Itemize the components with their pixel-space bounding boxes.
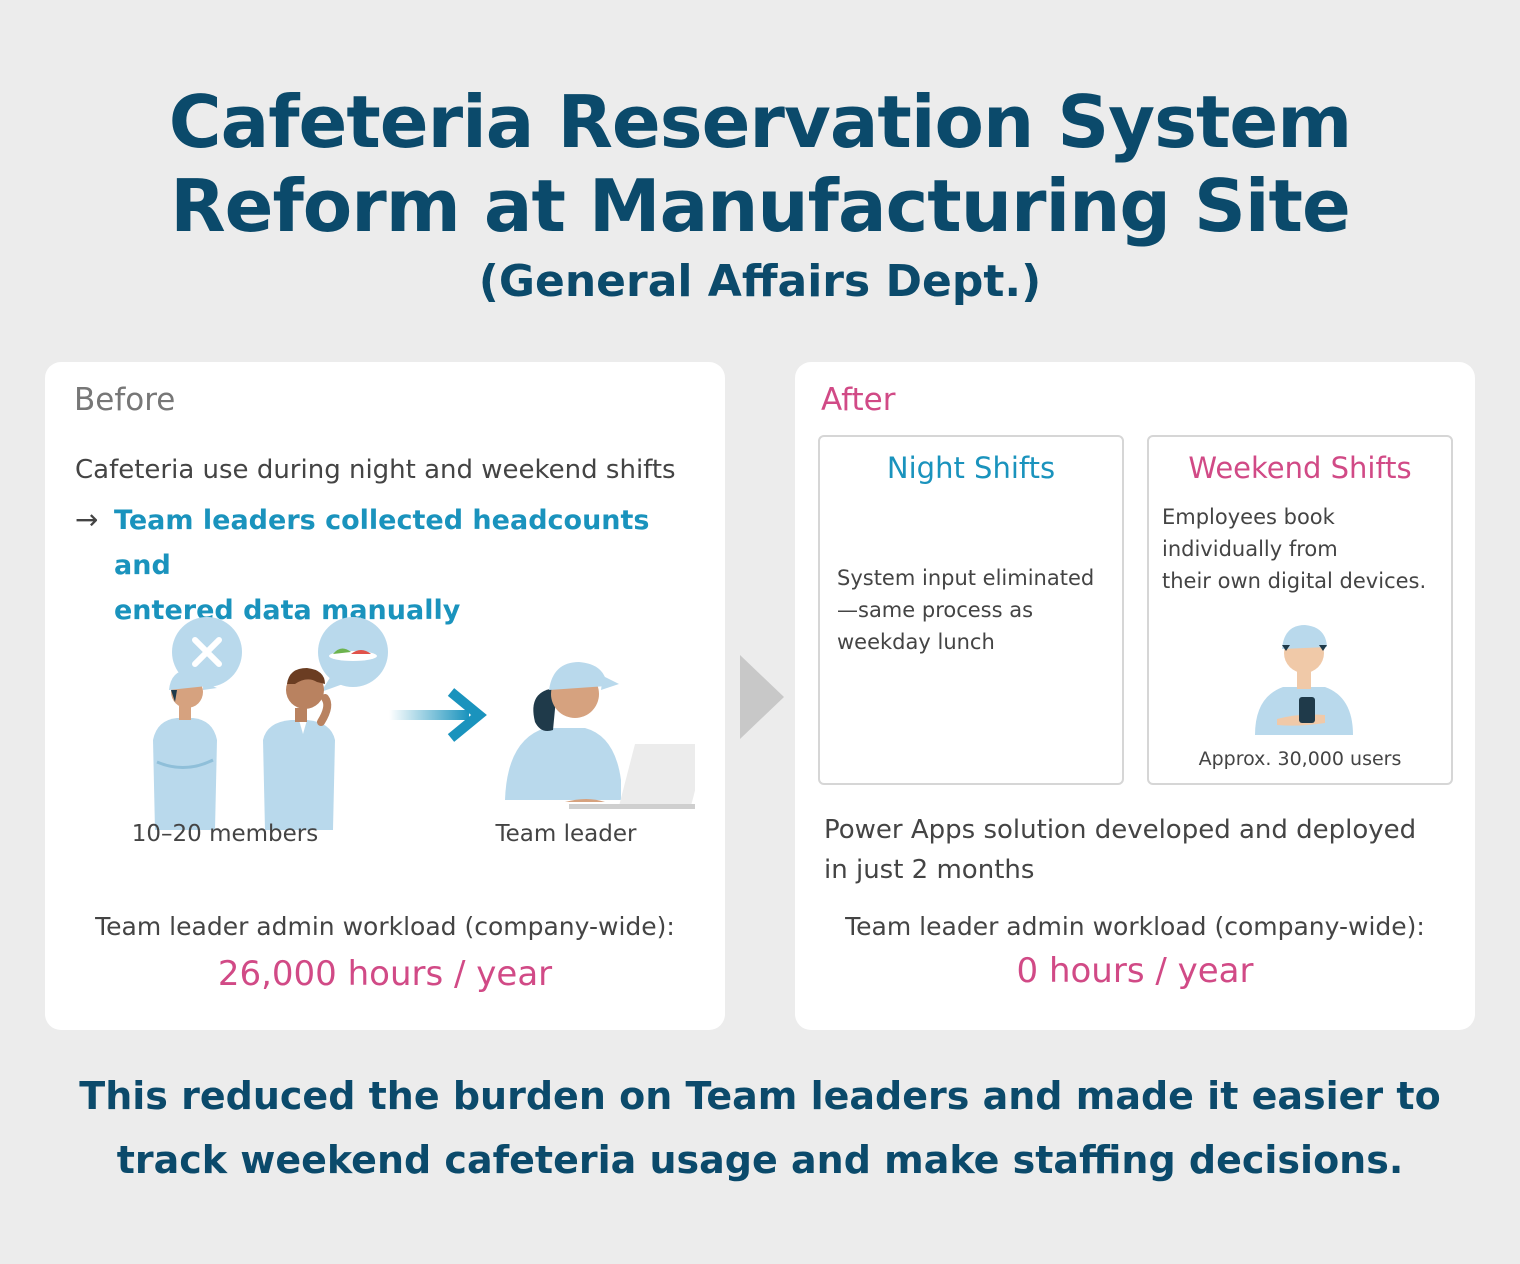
night-shifts-description: System input eliminated —same process as… xyxy=(837,562,1122,658)
after-card: After Night Shifts System input eliminat… xyxy=(795,362,1475,1030)
page-title: Cafeteria Reservation System Reform at M… xyxy=(0,80,1520,248)
night-desc-line-2: —same process as xyxy=(837,598,1034,622)
weekend-shifts-description: Employees book individually from their o… xyxy=(1162,501,1452,597)
highlight-line-2: entered data manually xyxy=(114,595,461,626)
smartphone-icon xyxy=(1299,697,1315,723)
night-desc-line-3: weekday lunch xyxy=(837,630,995,654)
night-shifts-title: Night Shifts xyxy=(886,451,1056,485)
arrow-right-glyph: → xyxy=(75,503,99,536)
page-subtitle: (General Affairs Dept.) xyxy=(478,256,1042,307)
team-leader-figure xyxy=(505,662,621,802)
title-line-2: Reform at Manufacturing Site xyxy=(170,164,1351,248)
solution-line-2: in just 2 months xyxy=(824,855,1035,885)
chevron-right-icon xyxy=(740,655,784,739)
leader-caption: Team leader xyxy=(495,821,637,847)
right-arrow-icon xyxy=(389,688,487,742)
before-intro: Cafeteria use during night and weekend s… xyxy=(75,455,676,485)
solution-line-1: Power Apps solution developed and deploy… xyxy=(824,815,1417,845)
before-label: Before xyxy=(74,382,176,418)
weekend-desc-line-3: their own digital devices. xyxy=(1162,569,1427,593)
weekend-shifts-title: Weekend Shifts xyxy=(1188,451,1412,485)
weekend-desc-line-2: individually from xyxy=(1162,537,1338,561)
users-caption: Approx. 30,000 users xyxy=(1198,748,1402,770)
before-card: Before Cafeteria use during night and we… xyxy=(45,362,725,1030)
title-line-1: Cafeteria Reservation System xyxy=(168,80,1352,164)
night-desc-line-1: System input eliminated xyxy=(837,566,1095,590)
after-workload-label: Team leader admin workload (company-wide… xyxy=(845,912,1425,941)
employee-with-smartphone-figure xyxy=(1255,625,1353,735)
before-workload-value: 26,000 hours / year xyxy=(217,954,553,994)
weekend-shifts-box: Weekend Shifts Employees book individual… xyxy=(1147,435,1453,785)
after-workload-value: 0 hours / year xyxy=(1016,951,1254,991)
worker-cap-figure xyxy=(153,670,217,830)
after-label: After xyxy=(821,382,896,418)
laptop-icon xyxy=(569,744,695,809)
meal-bubble-icon xyxy=(318,617,388,692)
before-highlight: Team leaders collected headcounts and en… xyxy=(114,498,684,633)
before-workload-label: Team leader admin workload (company-wide… xyxy=(95,912,675,941)
members-caption: 10–20 members xyxy=(131,821,319,847)
conclusion: This reduced the burden on Team leaders … xyxy=(0,1064,1520,1192)
night-shifts-box: Night Shifts System input eliminated —sa… xyxy=(818,435,1124,785)
conclusion-line-2: track weekend cafeteria usage and make s… xyxy=(116,1138,1404,1182)
before-illustration xyxy=(153,617,695,830)
solution-text: Power Apps solution developed and deploy… xyxy=(824,810,1464,890)
weekend-desc-line-1: Employees book xyxy=(1162,505,1335,529)
highlight-line-1: Team leaders collected headcounts and xyxy=(114,505,650,581)
conclusion-line-1: This reduced the burden on Team leaders … xyxy=(79,1074,1441,1118)
worker-thinking-figure xyxy=(263,668,335,830)
